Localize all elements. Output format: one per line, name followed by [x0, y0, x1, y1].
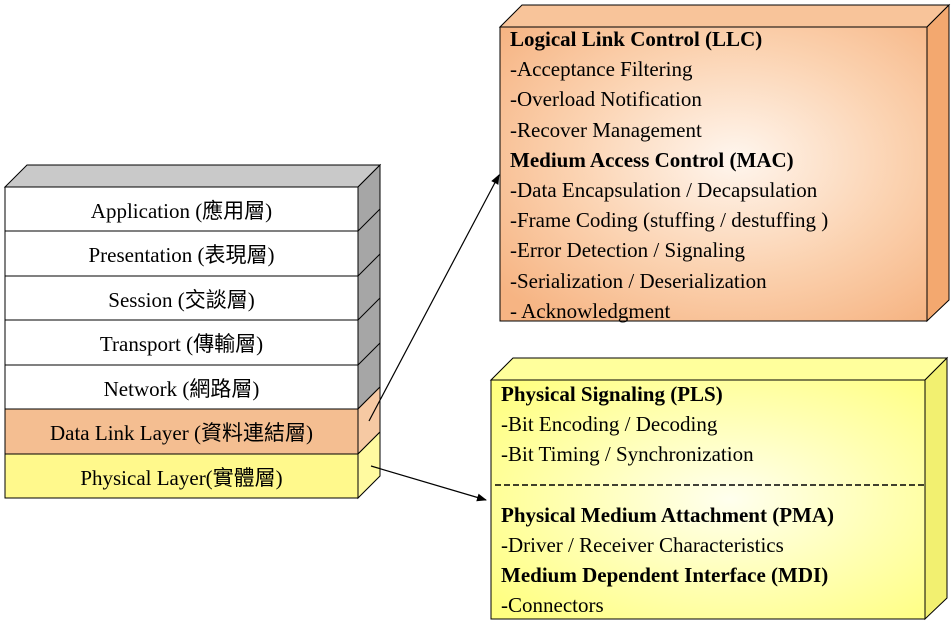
stack-front-data-link	[4, 408, 359, 455]
llc-item: -Overload Notification	[510, 87, 702, 112]
mac-item: -Data Encapsulation / Decapsulation	[510, 178, 818, 203]
stack-side-divider	[357, 208, 381, 232]
layer-label: Network (網路層)	[103, 376, 260, 401]
phy-box-front	[490, 379, 926, 620]
mac-box-front	[499, 26, 928, 322]
stack-front-session	[4, 275, 359, 321]
layer-label: Session (交談層)	[108, 287, 255, 312]
stack-side-divider	[357, 342, 381, 366]
stack-front-transport	[4, 319, 359, 366]
data-link-arrow	[368, 174, 500, 422]
mdi-title: Medium Dependent Interface (MDI)	[501, 563, 829, 588]
mdi-item: -Connectors	[501, 593, 604, 618]
layer-data-link: Data Link Layer (資料連結層)	[5, 409, 358, 454]
pma-item: -Driver / Receiver Characteristics	[501, 533, 784, 557]
data-link-detail: Logical Link Control (LLC) -Acceptance F…	[510, 24, 828, 326]
physical-arrow	[370, 465, 487, 502]
llc-item: -Acceptance Filtering	[510, 57, 693, 82]
stack-front-presentation	[4, 230, 359, 277]
layer-label: Application (應用層)	[90, 198, 273, 223]
layer-transport: Transport (傳輸層)	[5, 320, 358, 365]
layer-label: Data Link Layer (資料連結層)	[49, 420, 313, 445]
layer-label: Physical Layer(實體層)	[80, 465, 283, 490]
phy-box-top	[489, 357, 949, 381]
layer-presentation: Presentation (表現層)	[5, 231, 358, 276]
physical-detail: Physical Signaling (PLS) -Bit Encoding /…	[501, 379, 834, 621]
llc-title: Logical Link Control (LLC)	[510, 27, 763, 51]
mac-item: -Error Detection / Signaling	[510, 238, 746, 263]
layer-label: Transport (傳輸層)	[99, 331, 264, 356]
stack-side-divider	[357, 297, 381, 321]
llc-item: -Recover Management	[510, 117, 702, 142]
mac-title: Medium Access Control (MAC)	[510, 147, 794, 172]
phy-box-side	[924, 356, 948, 621]
stack-side-gray	[357, 163, 381, 411]
layer-label: Presentation (表現層)	[88, 242, 275, 267]
mac-item: - Acknowledgment	[510, 298, 671, 323]
pls-item: -Bit Timing / Synchronization	[501, 442, 754, 467]
mac-box-side	[926, 3, 950, 323]
layer-application: Application (應用層)	[5, 187, 358, 232]
stack-front-application	[4, 186, 359, 232]
stack-front-physical	[4, 453, 359, 499]
mac-item: -Frame Coding (stuffing / destuffing )	[510, 208, 829, 233]
stack-side-divider	[357, 253, 381, 277]
layer-physical: Physical Layer(實體層)	[5, 454, 358, 499]
layer-session: Session (交談層)	[5, 276, 358, 321]
stack-front-network	[4, 364, 359, 410]
pls-title: Physical Signaling (PLS)	[501, 382, 723, 406]
pma-title: Physical Medium Attachment (PMA)	[501, 502, 835, 527]
layer-network: Network (網路層)	[5, 365, 358, 410]
stack-top-face	[3, 164, 382, 188]
mac-item: -Serialization / Deserialization	[510, 268, 767, 293]
pls-item: -Bit Encoding / Decoding	[501, 412, 718, 437]
divider-spacer	[501, 470, 834, 500]
